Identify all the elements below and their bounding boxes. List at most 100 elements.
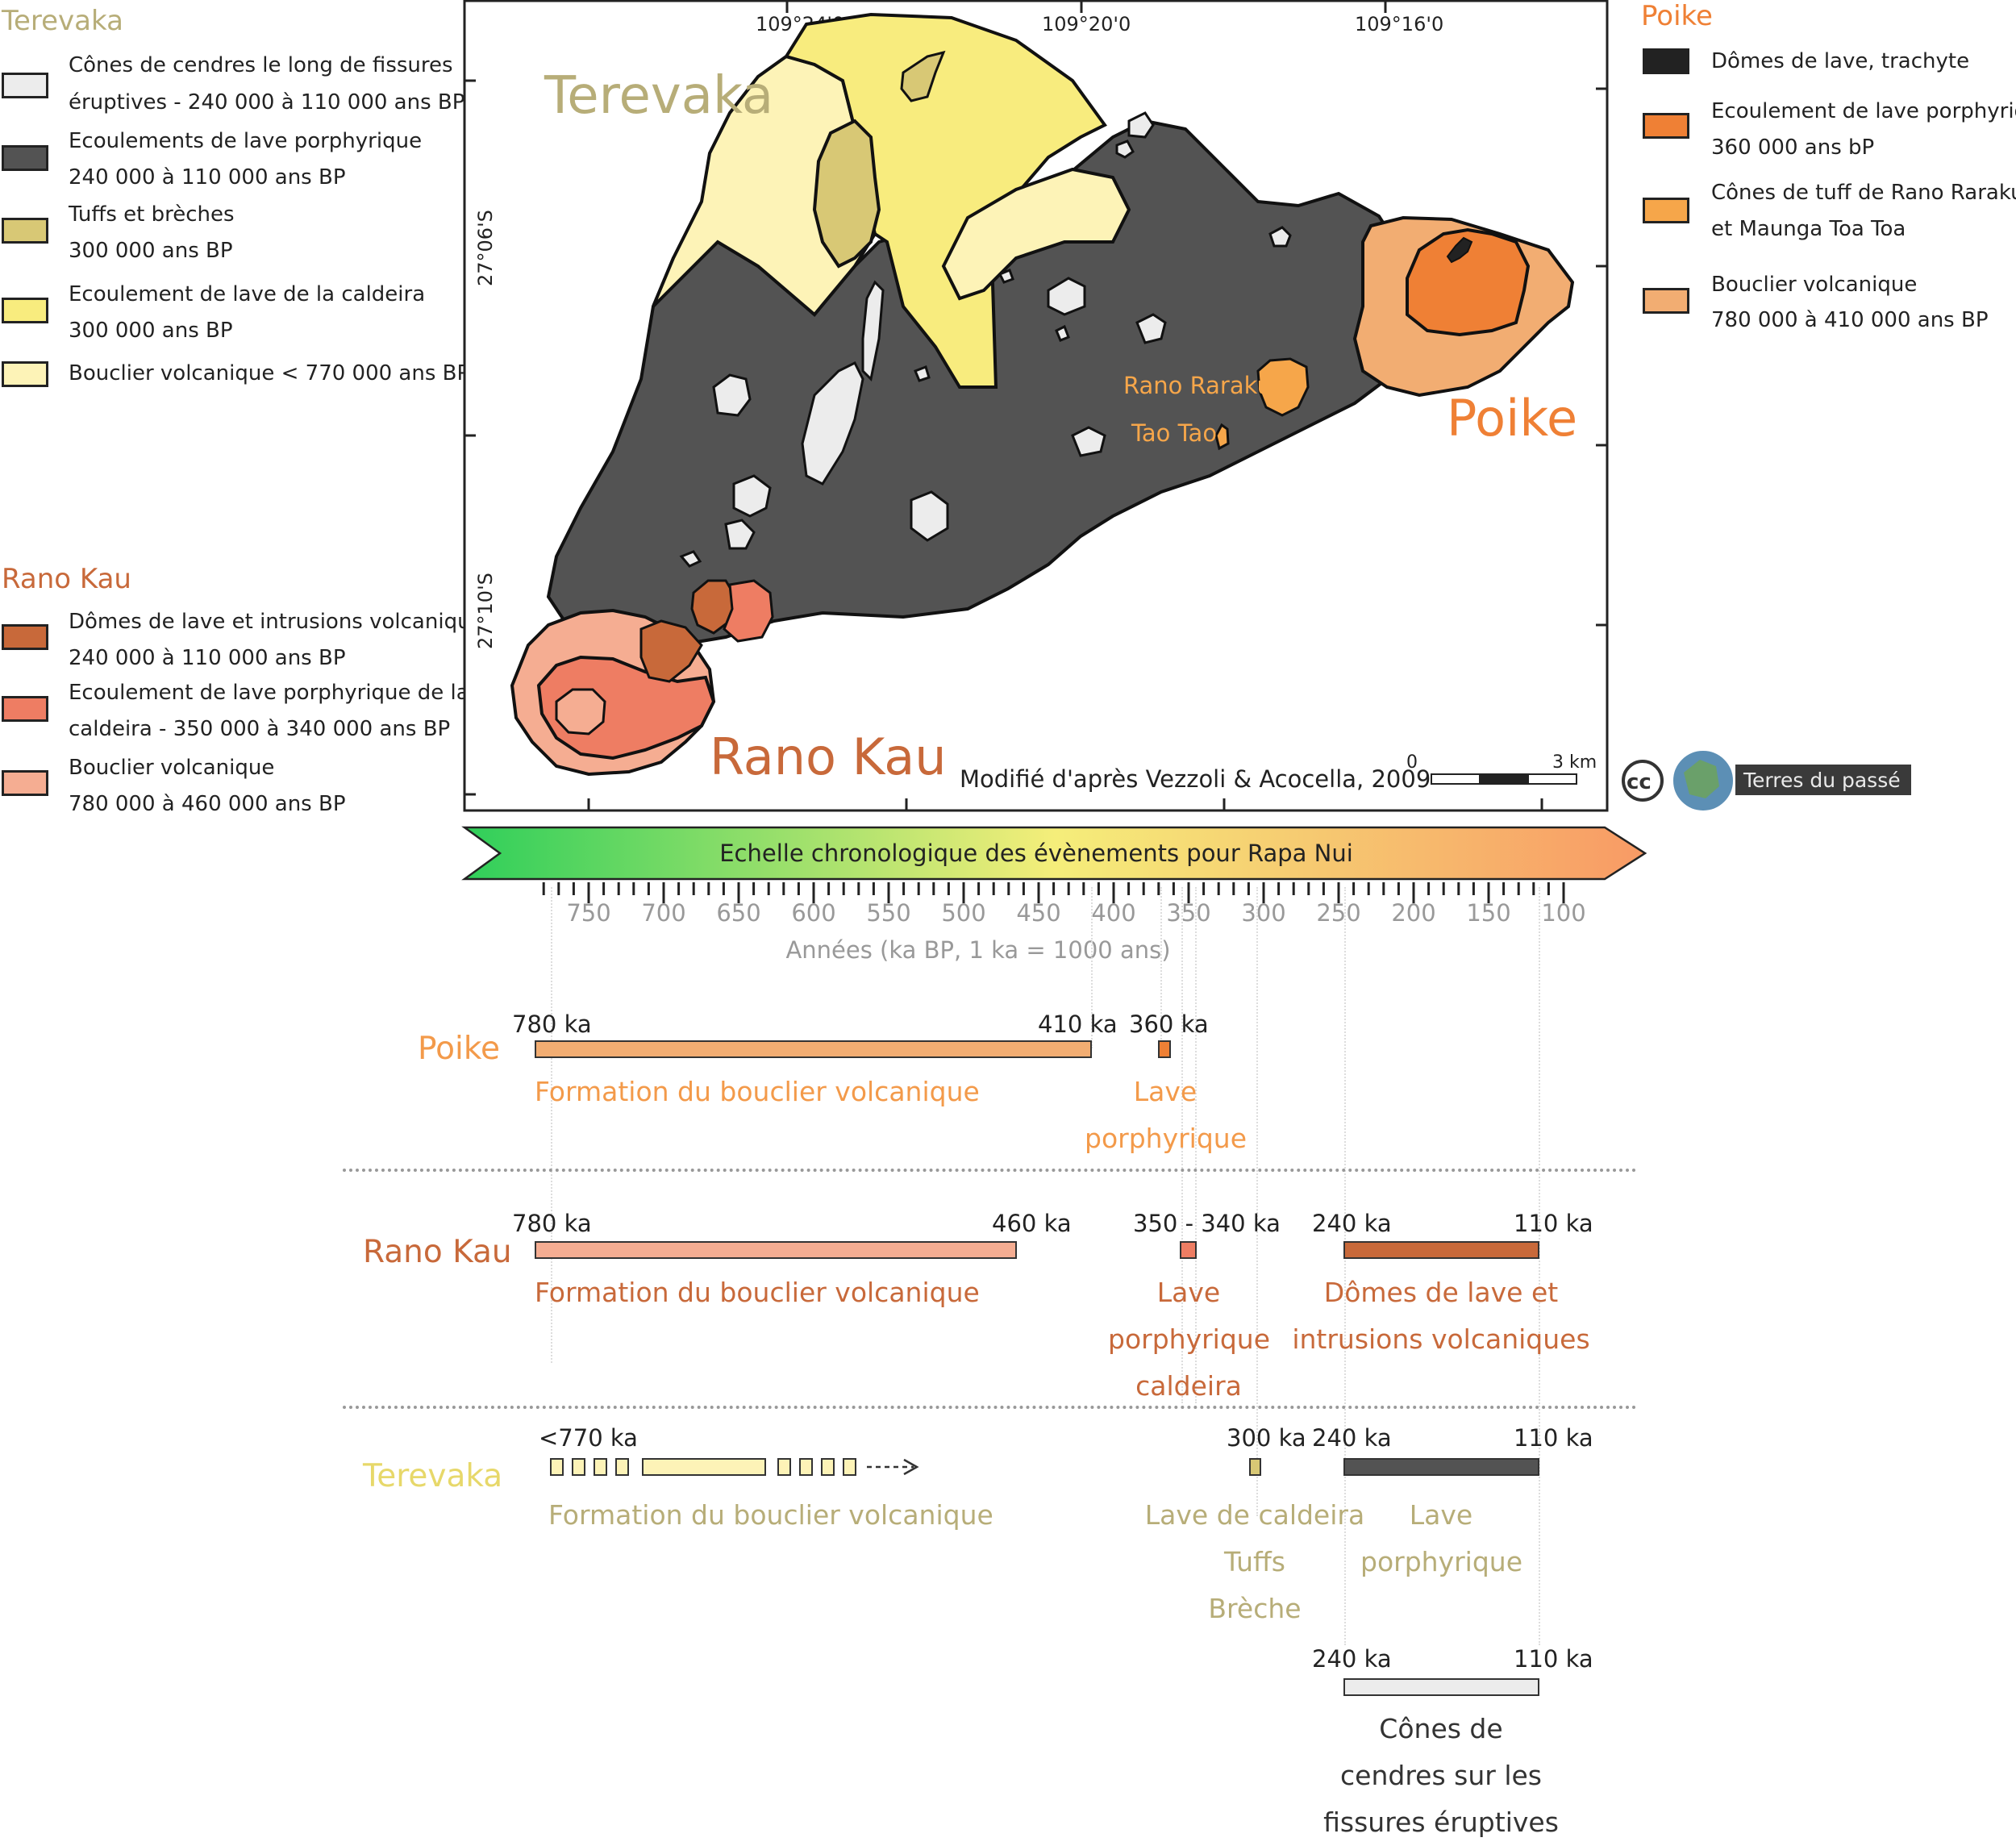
legend-swatch-porphyric (2, 145, 48, 171)
terevaka-tuffs (812, 119, 881, 269)
axis-tick-label: 450 (1016, 899, 1060, 927)
ranokau-lava-desc-2: porphyrique (1108, 1323, 1270, 1355)
timeline-terevaka-name: Terevaka (363, 1458, 503, 1494)
legend-porphyric-l2: 240 000 à 110 000 ans BP (69, 165, 346, 190)
axis-tick-label: 400 (1091, 899, 1135, 927)
terevaka-shield-start: <770 ka (539, 1424, 638, 1452)
map-credit: Modifié d'après Vezzoli & Acocella, 2009 (960, 765, 1431, 793)
ranokau-shield-bar (535, 1241, 1017, 1259)
map-label-ranokau: Rano Kau (710, 727, 947, 786)
legend-caldera-l2: 300 000 ans BP (69, 319, 233, 343)
guide-360 (1160, 887, 1162, 1048)
legend-poike-shield-l1: Bouclier volcanique (1711, 273, 1918, 297)
legend-ranokau-caldera-l1: Ecoulement de lave porphyrique de la (69, 681, 469, 705)
terevaka-cones-desc-3: fissures éruptives (1323, 1806, 1559, 1838)
ranokau-domes-end: 110 ka (1514, 1210, 1593, 1237)
ranokau-lava-label: 350 - 340 ka (1133, 1210, 1281, 1237)
poike-lava-desc-1: Lave (1133, 1076, 1198, 1107)
legend-swatch-raraku-cones (1643, 198, 1689, 223)
legend-poike-porphyric-l1: Ecoulement de lave porphyrique (1711, 99, 2016, 123)
cc-logo: cc Terres du passé (1622, 749, 1911, 812)
legend-ranokau-shield-l2: 780 000 à 460 000 ans BP (69, 792, 346, 816)
ranokau-domes-desc-2: intrusions volcaniques (1292, 1323, 1590, 1355)
lon-tick-3: 109°16'0 (1355, 13, 1443, 35)
guide-340 (1195, 887, 1197, 1403)
legend-swatch-ranokau-shield (2, 770, 48, 796)
terevaka-cones-desc-1: Cônes de (1379, 1713, 1503, 1744)
legend-swatch-poike-porphyric (1643, 113, 1689, 139)
terevaka-shield-dash (594, 1458, 607, 1476)
tao-tao-cone (1214, 423, 1230, 451)
terevaka-lava-end: 110 ka (1514, 1424, 1593, 1452)
legend-poike-shield-l2: 780 000 à 410 000 ans BP (1711, 308, 1989, 332)
scale-end-label: 3 km (1552, 752, 1597, 773)
terevaka-shield-dash (843, 1458, 856, 1476)
terevaka-lava-desc-2: porphyrique (1360, 1546, 1522, 1577)
timeline-ranokau-name: Rano Kau (363, 1234, 512, 1270)
legend-swatch-cinder (2, 73, 48, 98)
ranokau-domes-1 (639, 619, 703, 683)
terevaka-caldera-desc-2: Tuffs (1224, 1546, 1285, 1577)
chrono-axis: Echelle chronologique des évènements pou… (461, 826, 1647, 964)
map-label-terevaka: Terevaka (544, 66, 773, 126)
legend-trachyte-l1: Dômes de lave, trachyte (1711, 49, 1970, 73)
terevaka-caldera-bar (1249, 1458, 1261, 1476)
legend-swatch-trachyte (1643, 48, 1689, 74)
rano-raraku-cone (1256, 357, 1310, 417)
terevaka-cones-bar (1343, 1678, 1539, 1696)
terevaka-tuff-crescent (900, 50, 946, 102)
svg-text:cc: cc (1627, 770, 1652, 794)
legend-ranokau-domes-l1: Dômes de lave et intrusions volcaniques (69, 610, 495, 634)
axis-tick-label: 650 (716, 899, 760, 927)
axis-tick-label: 600 (791, 899, 835, 927)
legend-tuff-l1: Tuffs et brèches (69, 202, 235, 227)
poike-shield-desc: Formation du bouclier volcanique (535, 1076, 980, 1107)
poike-trachyte-domes (1446, 236, 1473, 264)
poike-shield-end: 410 ka (1038, 1011, 1118, 1038)
guide-110 (1539, 887, 1540, 1645)
ranokau-lava-desc-3: caldeira (1135, 1370, 1242, 1402)
poike-lava-label: 360 ka (1129, 1011, 1209, 1038)
ranokau-domes-start: 240 ka (1312, 1210, 1392, 1237)
terevaka-lava-start: 240 ka (1312, 1424, 1392, 1452)
timeline-poike-name: Poike (418, 1031, 501, 1067)
axis-tick-label: 500 (941, 899, 985, 927)
legend-swatch-caldera (2, 298, 48, 323)
separator-1 (343, 1169, 1637, 1172)
legend-terevaka-title: Terevaka (2, 5, 123, 37)
terevaka-caldera-desc-1: Lave de caldeira (1144, 1499, 1365, 1531)
terevaka-cones-end: 110 ka (1514, 1645, 1593, 1673)
scale-zero-label: 0 (1406, 752, 1418, 773)
legend-swatch-tuff (2, 218, 48, 244)
terevaka-shield-dash (550, 1458, 564, 1476)
legend-swatch-ranokau-caldera (2, 696, 48, 722)
axis-tick-label: 300 (1241, 899, 1285, 927)
legend-tuff-l2: 300 000 ans BP (69, 239, 233, 263)
axis-ticks (542, 882, 1565, 903)
lat-tick-1: 27°06'S (474, 210, 497, 286)
guide-410 (1091, 887, 1093, 1048)
guide-240 (1344, 887, 1346, 1645)
legend-cinder-l2: éruptives - 240 000 à 110 000 ans BP (69, 90, 465, 115)
terevaka-shield-desc: Formation du bouclier volcanique (548, 1499, 993, 1531)
map-label-poike: Poike (1447, 389, 1577, 448)
terevaka-lava-bar (1343, 1458, 1539, 1476)
legend-poike-porphyric-l2: 360 000 ans bP (1711, 135, 1875, 160)
legend-poike-title: Poike (1641, 0, 1713, 32)
axis-tick-label: 250 (1316, 899, 1360, 927)
terevaka-shield-dash (821, 1458, 835, 1476)
axis-title: Echelle chronologique des évènements pou… (719, 840, 1353, 867)
poike-shield-start: 780 ka (512, 1011, 592, 1038)
axis-arrow (461, 826, 1647, 881)
axis-tick-label: 350 (1166, 899, 1210, 927)
legend-raraku-l2: et Maunga Toa Toa (1711, 217, 1906, 241)
legend-caldera-l1: Ecoulement de lave de la caldeira (69, 282, 426, 306)
axis-tick-label: 200 (1391, 899, 1435, 927)
terevaka-cones-desc-2: cendres sur les (1340, 1760, 1542, 1791)
legend-porphyric-l1: Ecoulements de lave porphyrique (69, 129, 423, 153)
ranokau-domes-bar (1343, 1241, 1539, 1259)
guide-780 (551, 887, 552, 1363)
legend-ranokau-title: Rano Kau (2, 563, 131, 595)
axis-tick-label: 700 (641, 899, 685, 927)
